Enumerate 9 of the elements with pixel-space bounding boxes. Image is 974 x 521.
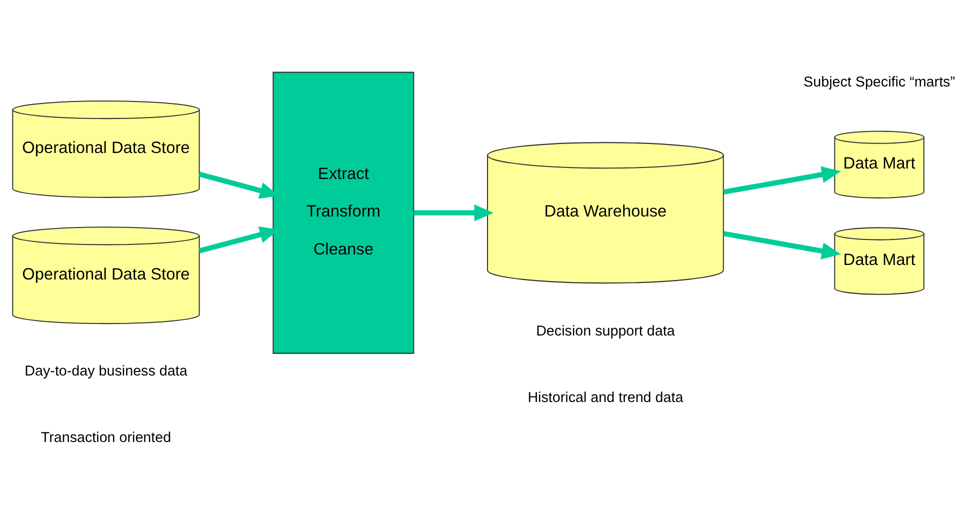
label: Decision support data <box>536 324 675 340</box>
label: Subject Specific “marts” <box>804 74 956 90</box>
arrow <box>723 231 841 260</box>
arrow <box>414 204 494 222</box>
label: Transaction oriented <box>40 430 172 446</box>
node-box: Extract Transform Cleanse <box>272 72 414 354</box>
label: Day-to-day business data <box>24 364 188 380</box>
arrow <box>723 166 841 195</box>
label: Historical and trend data <box>528 390 684 406</box>
